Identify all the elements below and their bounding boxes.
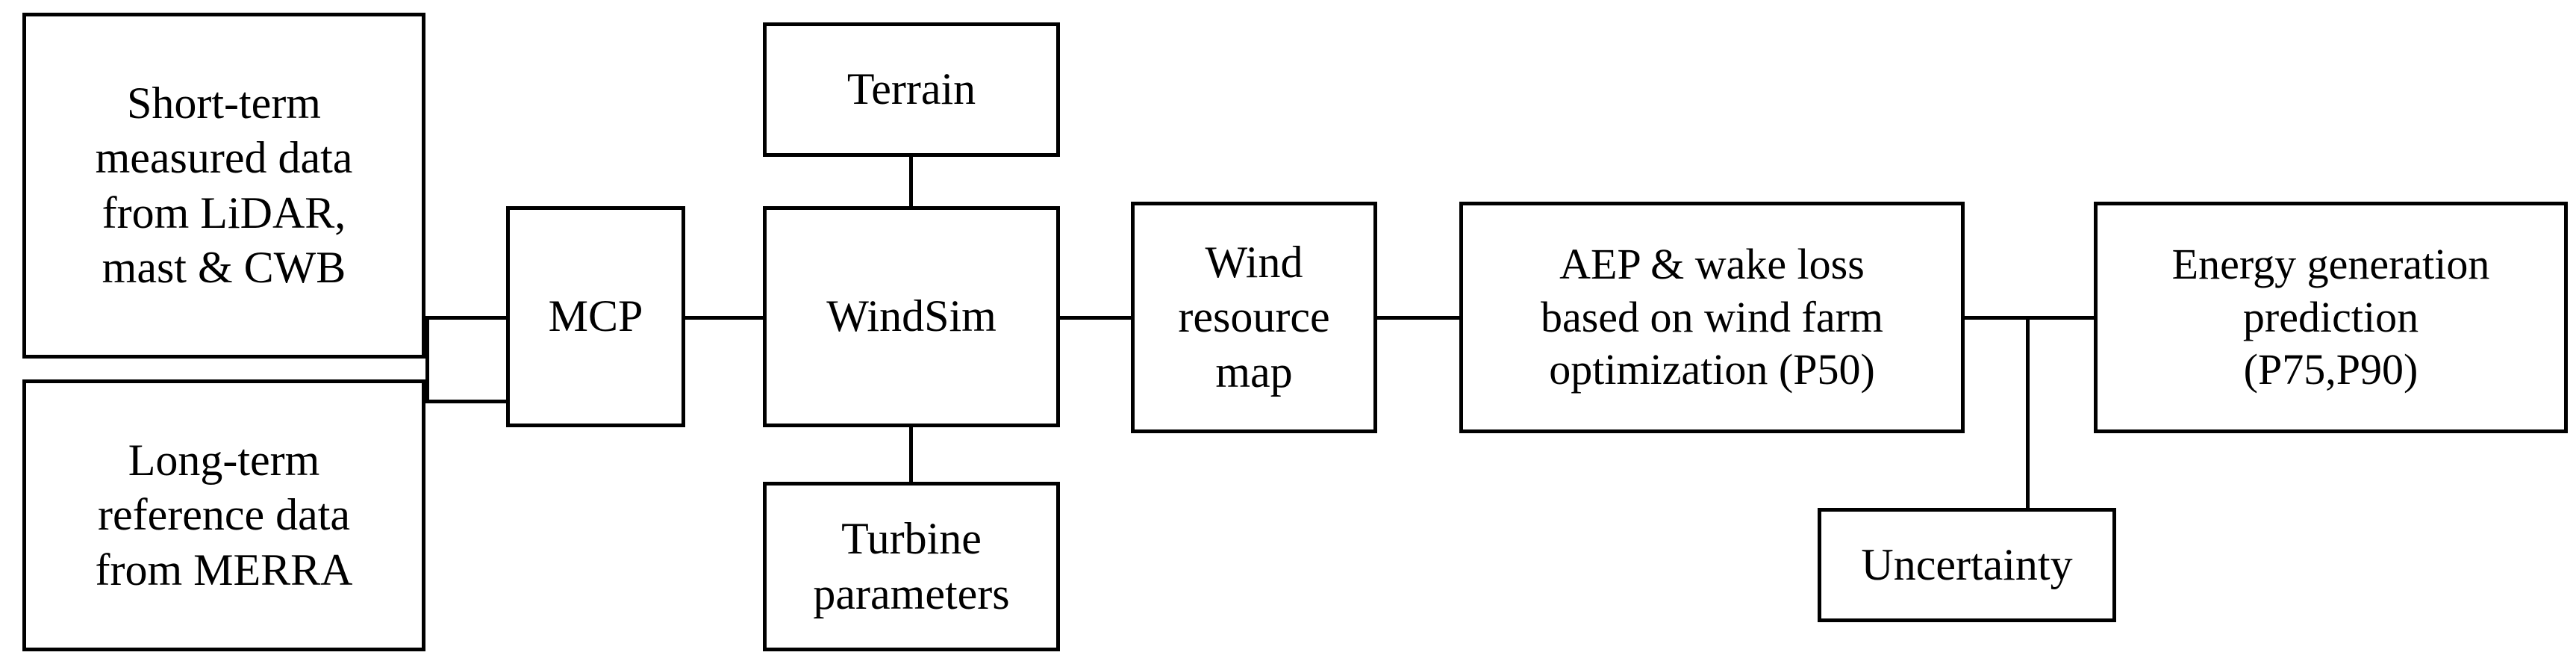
node-mcp[interactable]: MCP <box>506 206 685 427</box>
node-aep-wake-loss-label: AEP & wake loss based on wind farm optim… <box>1540 239 1884 394</box>
node-energy-generation-prediction-label: Energy generation prediction (P75,P90) <box>2171 239 2490 394</box>
node-energy-generation-prediction[interactable]: Energy generation prediction (P75,P90) <box>2094 202 2568 433</box>
edge-junction-to-energy-generation <box>2026 316 2098 320</box>
node-long-term-data[interactable]: Long-term reference data from MERRA <box>22 379 425 651</box>
node-terrain[interactable]: Terrain <box>763 22 1060 157</box>
edge-wind-resource-map-to-aep <box>1373 316 1463 320</box>
edge-terrain-to-windsim <box>909 153 913 210</box>
node-uncertainty[interactable]: Uncertainty <box>1818 508 2116 622</box>
node-long-term-data-label: Long-term reference data from MERRA <box>95 435 353 595</box>
node-turbine-parameters-label: Turbine parameters <box>813 514 1010 618</box>
edge-short-term-to-bus <box>425 316 506 320</box>
edge-mcp-input-bus <box>425 316 429 403</box>
node-wind-resource-map[interactable]: Wind resource map <box>1131 202 1377 433</box>
node-aep-wake-loss[interactable]: AEP & wake loss based on wind farm optim… <box>1459 202 1965 433</box>
node-mcp-label: MCP <box>548 291 643 341</box>
node-short-term-data-label: Short-term measured data from LiDAR, mas… <box>95 78 353 292</box>
node-terrain-label: Terrain <box>846 64 976 114</box>
node-uncertainty-label: Uncertainty <box>1861 539 2073 589</box>
node-turbine-parameters[interactable]: Turbine parameters <box>763 482 1060 651</box>
edge-uncertainty-to-junction <box>2026 316 2030 512</box>
edge-long-term-to-bus <box>425 400 506 403</box>
edge-mcp-to-windsim <box>682 316 767 320</box>
edge-windsim-to-wind-resource-map <box>1056 316 1135 320</box>
node-windsim[interactable]: WindSim <box>763 206 1060 427</box>
node-windsim-label: WindSim <box>826 291 997 341</box>
node-wind-resource-map-label: Wind resource map <box>1178 238 1330 397</box>
edge-windsim-to-turbine-parameters <box>909 424 913 486</box>
edge-aep-to-junction <box>1961 316 2030 320</box>
node-short-term-data[interactable]: Short-term measured data from LiDAR, mas… <box>22 13 425 359</box>
